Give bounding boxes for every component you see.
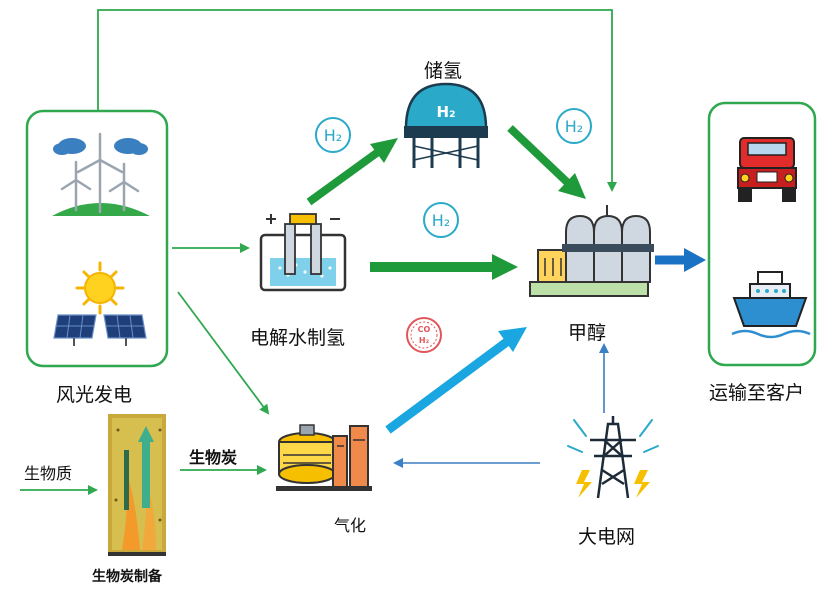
- methanol-plant-icon: [529, 205, 654, 297]
- wind-solar-box: [25, 109, 169, 368]
- wind-turbine-icon: [52, 132, 150, 216]
- hydrogen-tank-icon: H₂: [404, 82, 488, 168]
- arrowhead: [492, 254, 518, 280]
- power-to-gasify-arrow: [177, 291, 270, 415]
- storage-to-methanol-arrow: [507, 125, 571, 186]
- h2-badge-icon: H₂: [423, 202, 459, 238]
- methanol-label: 甲醇: [568, 322, 607, 344]
- biochar-prep-label: 生物炭制备: [92, 569, 162, 585]
- syngas-badge-icon: CO H₂: [406, 317, 442, 353]
- electrolysis-label: 电解水制氢: [250, 327, 346, 349]
- syngas-h2-text: H₂: [419, 336, 430, 345]
- power-tower-icon: [567, 416, 659, 499]
- top-feedback-arrow: [97, 9, 617, 192]
- storage-label: 储氢: [424, 60, 463, 82]
- arrowhead: [498, 327, 527, 352]
- biochar-column-icon: [108, 414, 166, 556]
- h2-badge-text: H₂: [324, 126, 342, 145]
- h2-badge-text: H₂: [565, 117, 583, 136]
- h2-badge-icon: H₂: [556, 108, 592, 144]
- truck-icon: [737, 137, 797, 202]
- ship-icon: [731, 271, 811, 339]
- arrowhead: [558, 173, 586, 199]
- biochar-label: 生物炭: [189, 448, 238, 467]
- electrolysis-to-storage-arrow: [306, 148, 381, 206]
- gasifier-icon: [276, 424, 372, 491]
- h2-badge-text: H₂: [432, 211, 450, 230]
- grid-label: 大电网: [578, 526, 636, 548]
- solar-panel-icon: [53, 314, 147, 346]
- arrowhead: [684, 248, 706, 272]
- gasify-to-methanol-arrow: [385, 337, 511, 434]
- tank-h2-text: H₂: [436, 103, 455, 121]
- biomass-label: 生物质: [24, 464, 73, 483]
- syngas-co-text: CO: [418, 325, 431, 334]
- gasify-label: 气化: [334, 516, 367, 535]
- sun-icon: [75, 261, 125, 315]
- transport-box: [707, 101, 817, 367]
- wind-solar-label: 风光发电: [56, 384, 133, 406]
- transport-label: 运输至客户: [709, 382, 805, 404]
- electrolyzer-icon: [259, 213, 347, 292]
- arrowhead: [370, 138, 398, 163]
- h2-badge-icon: H₂: [315, 117, 351, 153]
